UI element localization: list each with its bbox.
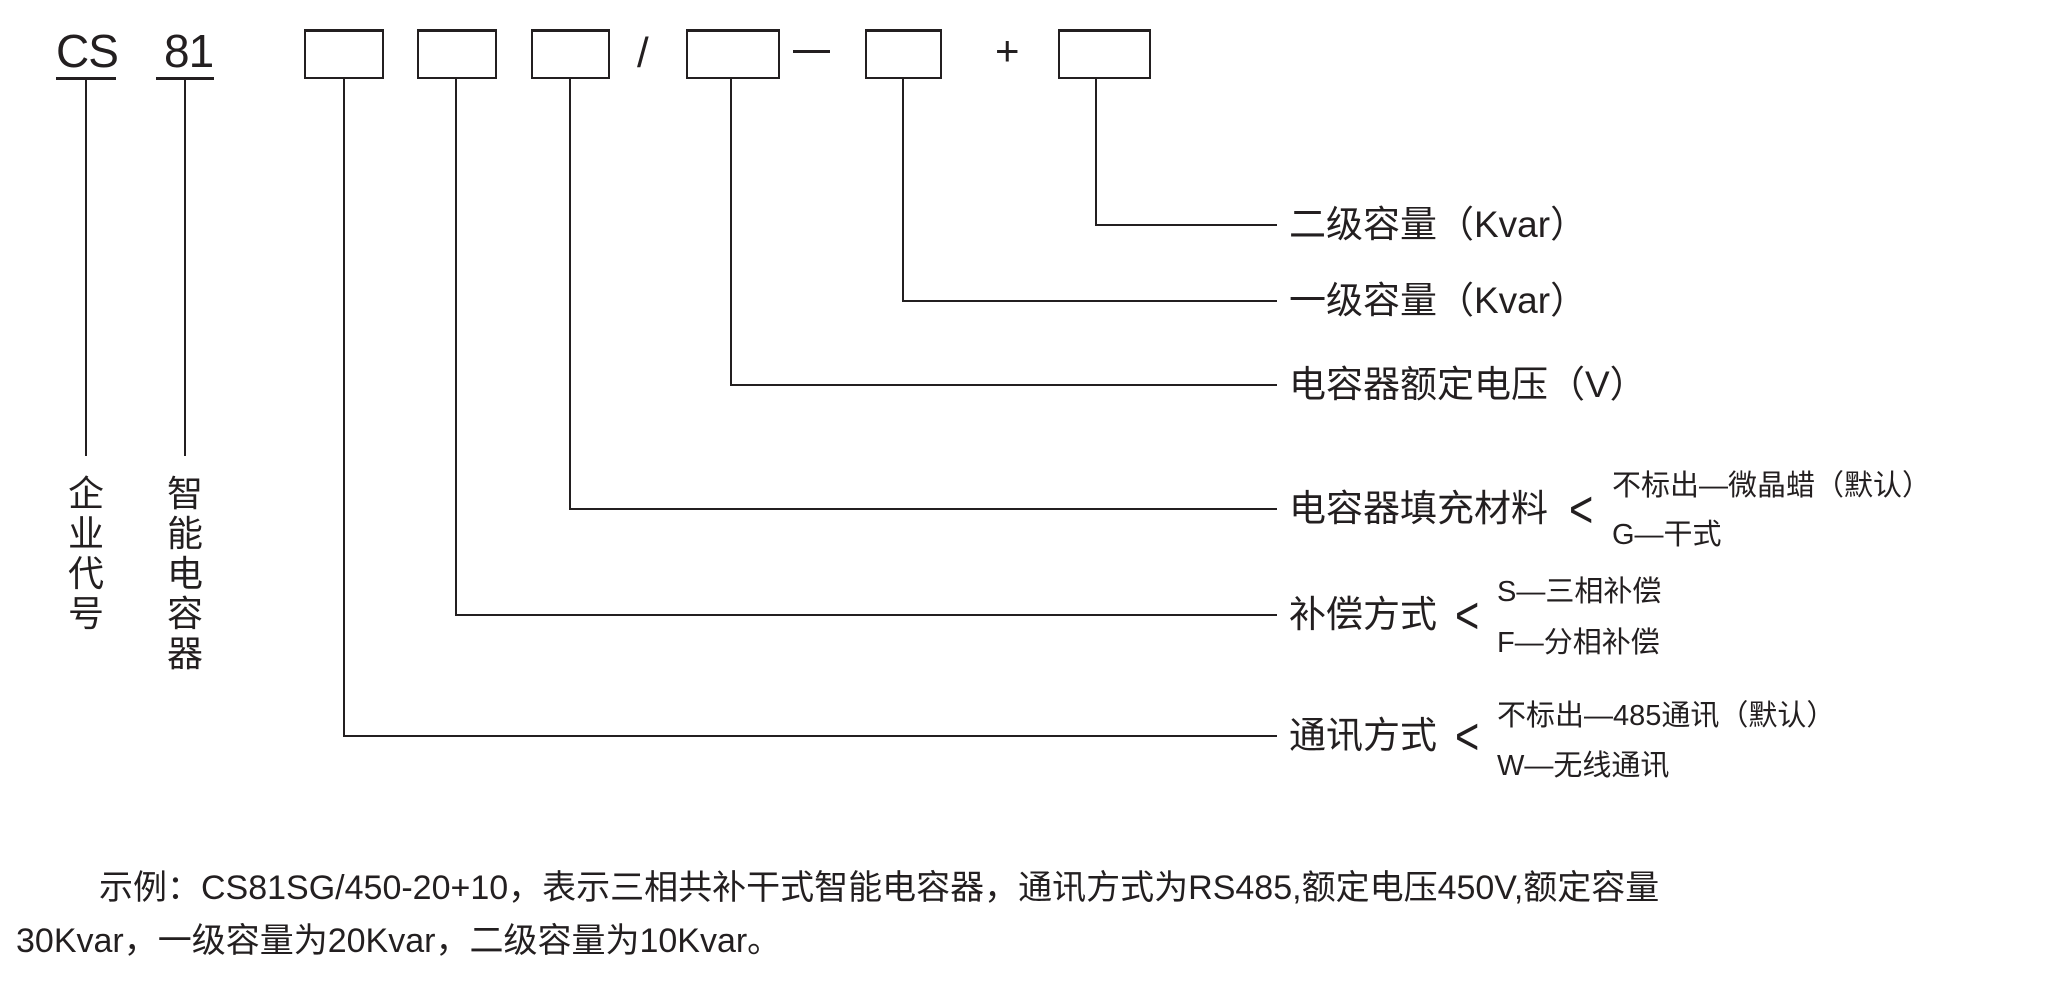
example-line-2: 30Kvar，一级容量为20Kvar，二级容量为10Kvar。	[16, 922, 782, 960]
code-box-filling-material	[531, 29, 610, 79]
company-code-underline	[56, 77, 116, 80]
code-box-first-capacity	[865, 29, 942, 79]
field-compensation: 补偿方式	[1289, 594, 1437, 635]
option-filling-dry: G—干式	[1612, 519, 1722, 551]
option-filling-default: 不标出—微晶蜡（默认）	[1612, 470, 1932, 502]
slash-separator: /	[637, 29, 649, 76]
option-compensation-three-phase: S—三相补偿	[1497, 576, 1662, 608]
plus-separator: +	[995, 27, 1020, 74]
option-compensation-split-phase: F—分相补偿	[1497, 627, 1660, 659]
field-second-capacity: 二级容量（Kvar）	[1289, 204, 1588, 245]
code-box-communication	[304, 29, 384, 79]
example-line-1: 示例：CS81SG/450-20+10，表示三相共补干式智能电容器，通讯方式为R…	[99, 869, 1660, 907]
brace-filling-material: <	[1569, 481, 1594, 539]
product-code-underline	[156, 77, 214, 80]
field-filling-material: 电容器填充材料	[1289, 488, 1548, 529]
dash-separator	[793, 50, 830, 53]
code-box-second-capacity	[1058, 29, 1151, 79]
option-communication-wireless: W—无线通讯	[1497, 750, 1670, 782]
code-box-compensation	[417, 29, 497, 79]
brace-compensation: <	[1455, 587, 1480, 645]
product-code-label: 智能电容器	[166, 473, 203, 674]
company-code: CS	[56, 25, 119, 77]
product-code: 81	[164, 25, 214, 77]
field-communication: 通讯方式	[1289, 715, 1437, 756]
option-communication-485: 不标出—485通讯（默认）	[1497, 700, 1836, 732]
brace-communication: <	[1455, 708, 1480, 766]
field-first-capacity: 一级容量（Kvar）	[1289, 280, 1588, 321]
code-box-rated-voltage	[686, 29, 780, 79]
company-code-label: 企业代号	[67, 473, 104, 634]
field-rated-voltage: 电容器额定电压（V）	[1289, 364, 1647, 405]
